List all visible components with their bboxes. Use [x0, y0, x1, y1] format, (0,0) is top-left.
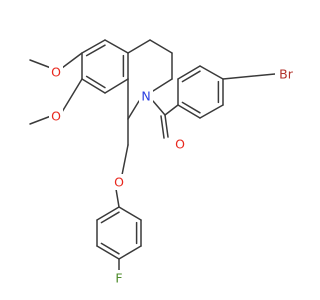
bromophenyl-bond — [199, 65, 224, 80]
atom-o-carbonyl: O — [175, 137, 185, 152]
ring-b-bond — [152, 78, 173, 92]
ring-a-double-bond — [81, 78, 106, 94]
bromophenyl-double-bond — [177, 104, 201, 119]
bond-layer — [29, 39, 276, 272]
molecule-structure: Br O N O O O F — [29, 39, 297, 286]
atom-o-methoxy-1: O — [51, 65, 61, 80]
atom-br: Br — [279, 67, 294, 82]
ring-b-bond — [127, 100, 140, 120]
atom-label-layer: Br O N O O O F — [49, 64, 297, 286]
atom-n: N — [141, 89, 150, 104]
o-aryl-bond — [115, 188, 120, 208]
atom-o-methoxy-2: O — [51, 109, 61, 124]
ring-a-bond — [104, 39, 129, 54]
carbonyl-double-bond — [164, 114, 169, 138]
fluorophenyl-double-bond — [96, 206, 120, 221]
bromophenyl-double-bond — [177, 65, 201, 80]
methoxy-methyl-bond — [29, 59, 52, 69]
amide-bond — [164, 104, 179, 116]
fluorophenyl-double-bond — [100, 211, 120, 224]
methoxy-bond — [61, 52, 83, 69]
c-br-bond — [222, 73, 276, 80]
ring-b-bond — [127, 39, 151, 54]
fluorophenyl-double-bond — [100, 242, 120, 255]
carbonyl-double-bond — [160, 115, 165, 139]
fluorophenyl-bond — [118, 245, 142, 260]
bromophenyl-double-bond — [181, 101, 201, 114]
methoxy-methyl-bond — [29, 115, 52, 125]
atom-o-ether: O — [114, 175, 124, 190]
fluorophenyl-bond — [118, 206, 142, 221]
ring-b-bond — [149, 39, 173, 54]
c-o-ether-bond — [121, 144, 129, 176]
ring-a-double-bond — [81, 39, 106, 54]
atom-f: F — [115, 271, 122, 286]
bromophenyl-double-bond — [181, 70, 201, 83]
fluorophenyl-double-bond — [96, 245, 120, 260]
bromophenyl-bond — [199, 104, 224, 119]
ring-a-double-bond — [85, 75, 106, 89]
ring-a-bond — [104, 78, 129, 94]
methoxy-bond — [61, 78, 83, 113]
amide-bond — [152, 100, 166, 116]
ring-a-double-bond — [85, 44, 106, 57]
